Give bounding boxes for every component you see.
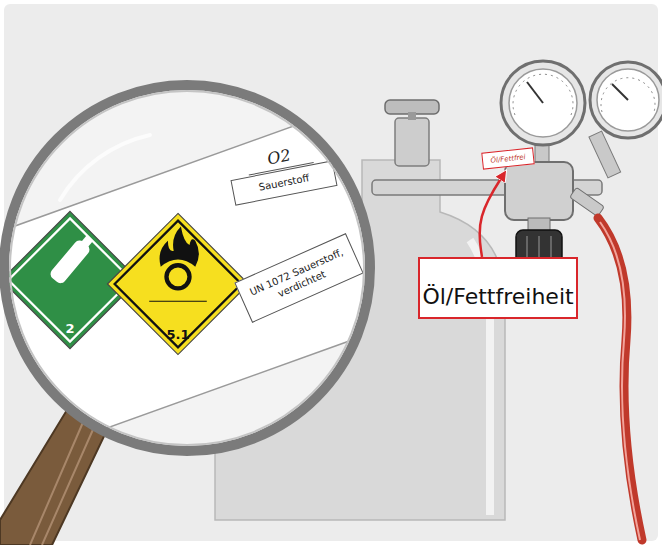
cylinder-valve bbox=[395, 118, 429, 166]
tag-text: Öl/Fettfrei bbox=[490, 153, 526, 165]
lens-glass bbox=[7, 88, 367, 448]
label-edge bbox=[0, 95, 380, 235]
valve-spindle bbox=[408, 112, 416, 120]
cylinder-contour bbox=[230, 400, 380, 450]
pressure-gauge bbox=[590, 62, 662, 138]
un-designation: UN 1072 Sauerstoff, verdichtet bbox=[239, 242, 359, 315]
lens-rim-inner bbox=[10, 91, 364, 445]
leader-arrow bbox=[480, 172, 506, 257]
lens-reflection bbox=[60, 135, 150, 200]
label-edge bbox=[0, 330, 380, 470]
magnifier-handle bbox=[0, 405, 108, 545]
un-number-box: UN 1072 Sauerstoff, verdichtet bbox=[234, 233, 363, 323]
flame-symbol bbox=[160, 226, 199, 266]
gauge-scale bbox=[513, 74, 573, 115]
regulator-neck bbox=[528, 218, 550, 232]
callout-text: Öl/Fettfreiheit bbox=[422, 284, 573, 309]
gauge-dial bbox=[509, 69, 577, 137]
gauge-dial bbox=[597, 69, 659, 131]
handwritten-formula: O2 bbox=[227, 138, 331, 176]
callout-box: Öl/Fettfreiheit bbox=[418, 257, 578, 319]
cylinder-label bbox=[0, 95, 380, 470]
class-number: 2 bbox=[65, 321, 74, 350]
gas-cylinder bbox=[215, 160, 505, 520]
gauge-needle bbox=[527, 82, 543, 103]
hose-highlight bbox=[600, 222, 640, 540]
hazard-diamond: 5.1 bbox=[106, 212, 250, 356]
wood-grain bbox=[30, 420, 95, 545]
oxygen-hose bbox=[598, 218, 642, 540]
pressure-regulator bbox=[505, 162, 573, 220]
class-number: 5.1 bbox=[166, 327, 189, 356]
pressure-gauge bbox=[501, 61, 585, 145]
symbol-divider bbox=[149, 301, 207, 302]
hose-connector bbox=[570, 187, 605, 216]
lens-rim bbox=[4, 85, 370, 451]
gas-name-box: O2Sauerstoff bbox=[230, 160, 337, 205]
regulator-tag: Öl/Fettfrei bbox=[481, 147, 534, 169]
gas-name: Sauerstoff bbox=[233, 167, 335, 197]
connection-pipe bbox=[372, 180, 602, 195]
oxidizer-circle bbox=[166, 265, 189, 288]
gauge-stem bbox=[589, 131, 621, 178]
gas-bottle-valve bbox=[80, 236, 93, 249]
valve-handwheel bbox=[385, 100, 439, 114]
gauge-scale bbox=[601, 78, 655, 112]
gauge-needle bbox=[612, 84, 628, 100]
gauge-stem bbox=[535, 140, 549, 170]
